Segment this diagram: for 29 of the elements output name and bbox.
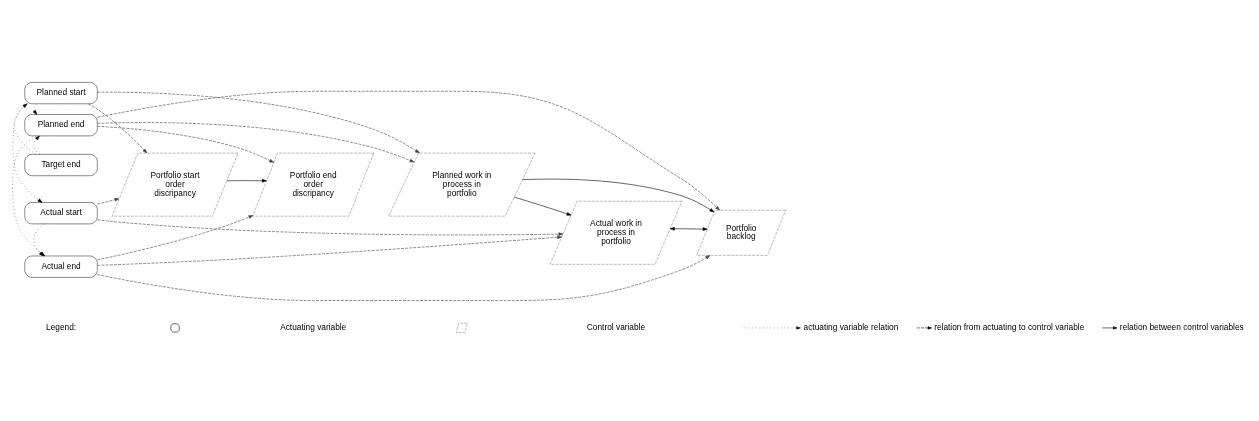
legend-label: Actuating variable <box>280 322 347 333</box>
arrow <box>97 198 120 205</box>
arrow <box>32 103 38 115</box>
arrow <box>97 215 254 261</box>
arrow <box>669 227 708 231</box>
arrow <box>88 103 148 154</box>
node-box: Planned start <box>24 82 98 105</box>
arrow <box>12 103 43 203</box>
node-box: Target end <box>24 154 98 176</box>
label: Legend: <box>46 322 77 333</box>
legend-label: actuating variable relation <box>803 322 899 333</box>
arrow <box>97 91 420 154</box>
legend-label: relation from actuating to control variable <box>934 322 1085 333</box>
arrow <box>522 178 715 213</box>
arrow <box>226 179 267 183</box>
arrow <box>13 103 37 155</box>
node-box: Actual start <box>24 202 98 225</box>
arrow <box>513 196 572 216</box>
legend-label: relation between control variables <box>1119 322 1244 333</box>
arrow <box>97 126 274 163</box>
arrow <box>33 135 40 155</box>
arrow <box>97 235 562 266</box>
node-box: Actual end <box>24 255 98 278</box>
legend-label: Control variable <box>586 322 646 333</box>
arrow <box>97 91 720 211</box>
arrow <box>97 219 564 236</box>
arrow <box>97 122 415 163</box>
node-box: Planned end <box>24 114 98 137</box>
arrow <box>97 255 711 301</box>
